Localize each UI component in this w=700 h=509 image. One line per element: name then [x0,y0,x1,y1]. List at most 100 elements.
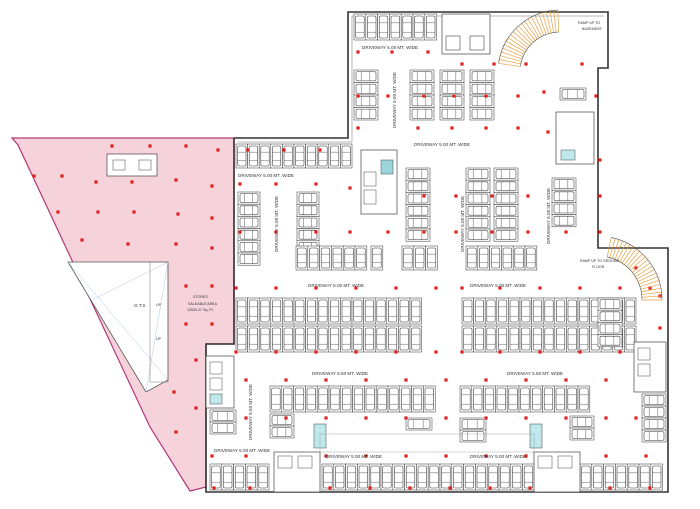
parking-bay [247,143,260,169]
column-marker [444,378,448,382]
parking-bay [351,325,364,353]
saleable-area-value: 13530.27 Sq. Ft. [187,308,214,312]
parking-bay [510,463,523,491]
parking-bay [565,385,579,413]
parking-bay [471,385,484,413]
column-marker [184,144,188,148]
parking-bay [413,245,426,271]
parking-bay [508,297,521,325]
parking-bay [459,429,487,443]
column-marker [618,286,622,290]
column-marker [604,454,608,458]
column-marker [484,454,488,458]
column-marker [422,94,426,98]
column-marker [524,454,528,458]
parking-bay [493,167,519,181]
column-marker [246,148,250,152]
stair-up-label-1: UP [156,303,162,307]
parking-bay [209,463,223,491]
parking-bay [293,385,306,413]
parking-bay [566,297,579,325]
driveway-mid-upper-label: DRIVEWAY 5.00 MT. WIDE [414,142,470,147]
parking-bay [357,463,370,491]
column-marker [564,416,568,420]
column-marker [324,416,328,420]
column-marker [416,126,420,130]
column-marker [618,350,622,354]
parking-bay [364,385,377,413]
core-bottom-right [533,451,581,493]
parking-bay [512,245,526,271]
column-marker [60,174,64,178]
column-marker [210,216,214,220]
column-marker [364,416,368,420]
parking-bay [296,203,320,217]
column-marker [404,454,408,458]
parking-bay [353,69,379,83]
column-marker [526,230,530,234]
parking-bay [483,385,496,413]
column-marker [274,230,278,234]
column-marker [408,486,412,490]
ots-void [67,261,169,393]
column-marker [176,212,180,216]
column-marker [578,350,582,354]
parking-bay [295,245,309,271]
column-marker [394,286,398,290]
column-marker [386,94,390,98]
column-marker [644,454,648,458]
parking-bay [340,297,353,325]
parking-bay [465,245,479,271]
parking-bay [493,179,519,193]
column-marker [390,50,394,54]
column-marker [484,126,488,130]
column-marker [174,242,178,246]
column-marker [274,182,278,186]
building-outline [205,11,669,493]
column-marker [434,286,438,290]
stair-shafts [313,423,543,453]
parking-bay [386,297,399,325]
parking-bay [551,189,577,203]
parking-bay [624,325,637,353]
parking-bay [296,191,320,205]
parking-bay [551,177,577,191]
stair-up-label-2: UP [156,337,162,341]
parking-bay [577,325,590,353]
parking-bay [392,463,405,491]
column-marker [490,194,494,198]
column-marker [184,284,188,288]
parking-bay [409,325,422,353]
parking-bay [518,385,532,413]
parking-bay [405,179,431,193]
column-marker [490,230,494,234]
column-marker [648,486,652,490]
column-marker [450,126,454,130]
column-marker [634,416,638,420]
parking-bay [465,228,491,242]
parking-bay [293,143,306,169]
column-marker [96,210,100,214]
column-marker [234,286,238,290]
parking-bay [439,463,453,491]
parking-bay [316,297,330,325]
column-marker [460,286,464,290]
parking-bay [591,463,604,491]
column-marker [364,378,368,382]
column-marker [404,378,408,382]
core-top [441,13,491,55]
parking-bay [305,143,318,169]
parking-bay [282,325,295,353]
parking-bay [363,325,376,353]
parking-bay [293,297,306,325]
parking-bay [579,463,593,491]
parking-bay [258,143,272,169]
parking-bay [650,463,663,491]
column-marker [444,454,448,458]
parking-bay [554,297,567,325]
parking-bay [353,107,379,121]
column-marker [244,378,248,382]
column-marker [354,350,358,354]
ramp-top-label-1: RAMP UP TO [578,21,600,25]
parking-bay [398,325,411,353]
